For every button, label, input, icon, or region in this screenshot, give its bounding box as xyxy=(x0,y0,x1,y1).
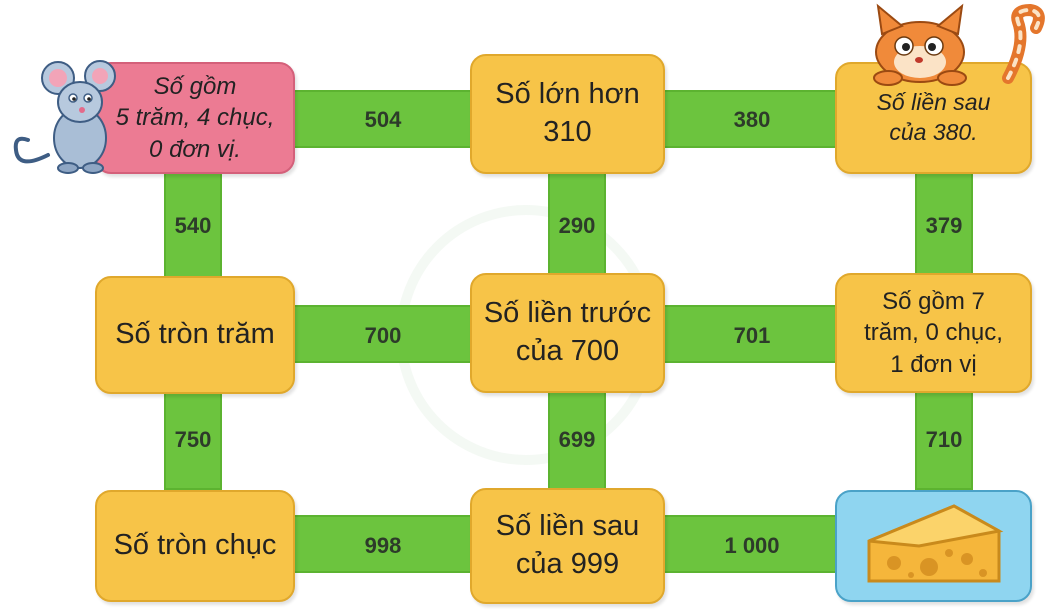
path-number: 998 xyxy=(364,533,402,558)
box-label: Số lớn hơn 310 xyxy=(495,78,640,148)
clue-box: Số liền sau của 380. xyxy=(835,62,1032,174)
box-label: Số liền sau của 380. xyxy=(876,89,991,145)
path-row2-left xyxy=(290,305,480,363)
box-label: Số gồm 5 trăm, 4 chục, 0 đơn vị. xyxy=(115,73,275,163)
box-label: Số liền trước của 700 xyxy=(483,297,652,367)
clue-box: Số gồm 7 trăm, 0 chục, 1 đơn vị xyxy=(835,273,1032,393)
path-row1-left xyxy=(290,90,480,148)
clue-box: Số tròn trăm xyxy=(95,276,295,394)
path-number: 290 xyxy=(558,213,596,238)
path-number: 710 xyxy=(925,427,963,452)
path-col2-bottom xyxy=(548,390,606,490)
path-col3-bottom xyxy=(915,390,973,490)
cat-icon xyxy=(873,3,1045,86)
box-label: Số liền sau của 999 xyxy=(495,510,640,580)
clue-box: Số liền sau của 999 xyxy=(470,488,665,604)
path-row3-right xyxy=(660,515,840,573)
path-number: 540 xyxy=(174,213,212,238)
path-row2-right xyxy=(660,305,840,363)
path-col2-top xyxy=(548,170,606,280)
path-row1-right xyxy=(660,90,840,148)
box-label: Số tròn trăm xyxy=(115,318,275,351)
path-number: 504 xyxy=(364,107,402,132)
box-label: Số gồm 7 trăm, 0 chục, 1 đơn vị xyxy=(864,288,1003,378)
path-number: 699 xyxy=(558,427,596,452)
cheese-icon xyxy=(867,504,1003,583)
path-number: 1 000 xyxy=(724,533,780,558)
path-number: 379 xyxy=(925,213,963,238)
path-row3-left xyxy=(290,515,480,573)
path-number: 700 xyxy=(364,323,402,348)
start-box: Số gồm 5 trăm, 4 chục, 0 đơn vị. xyxy=(95,62,295,174)
mouse-icon xyxy=(13,60,116,174)
clue-box: Số tròn chục xyxy=(95,490,295,602)
path-number: 380 xyxy=(733,107,771,132)
path-col1-top xyxy=(164,170,222,280)
clue-box: Số lớn hơn 310 xyxy=(470,54,665,174)
path-number: 701 xyxy=(733,323,771,348)
path-number: 750 xyxy=(174,427,212,452)
box-label: Số tròn chục xyxy=(113,529,277,562)
goal-box xyxy=(835,490,1032,602)
path-col3-top xyxy=(915,170,973,280)
clue-box: Số liền trước của 700 xyxy=(470,273,665,393)
path-col1-bottom xyxy=(164,390,222,490)
